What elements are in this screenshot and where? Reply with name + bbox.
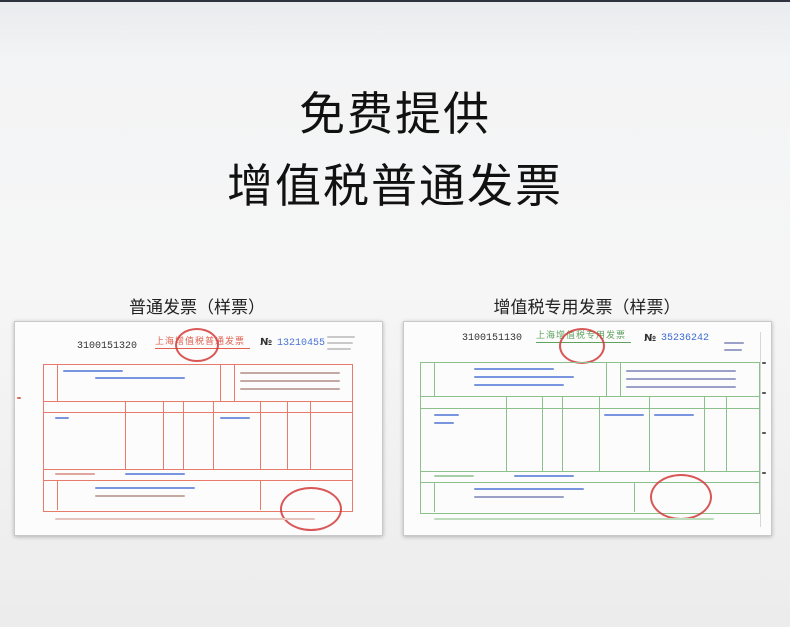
seller-invoice-stamp (650, 474, 712, 520)
tax-bureau-stamp (559, 328, 605, 364)
headline-line-2: 增值税普通发票 (227, 159, 563, 213)
headline-line-1: 免费提供 (299, 87, 491, 141)
invoice-number: 35236242 (661, 333, 710, 344)
invoice-code: 3100151320 (77, 341, 138, 352)
invoice-table (43, 364, 353, 512)
invoice-number: 13210455 (277, 338, 326, 349)
top-border-line (0, 0, 790, 2)
caption-special-invoice: 增值税专用发票（样票） (493, 298, 681, 318)
special-invoice-sample-image: 3100151130 上海增值税专用发票 № 35236242 (403, 321, 772, 536)
tax-bureau-stamp (175, 328, 219, 362)
seller-invoice-stamp (280, 487, 342, 531)
invoice-code: 3100151130 (462, 333, 523, 344)
regular-invoice-sample-image: 3100151320 上海增值税普通发票 № 13210455 (14, 321, 383, 536)
invoice-no-label: № (644, 333, 657, 344)
invoice-table (420, 362, 760, 514)
caption-regular-invoice: 普通发票（样票） (129, 298, 265, 318)
invoice-no-label: № (260, 337, 273, 348)
